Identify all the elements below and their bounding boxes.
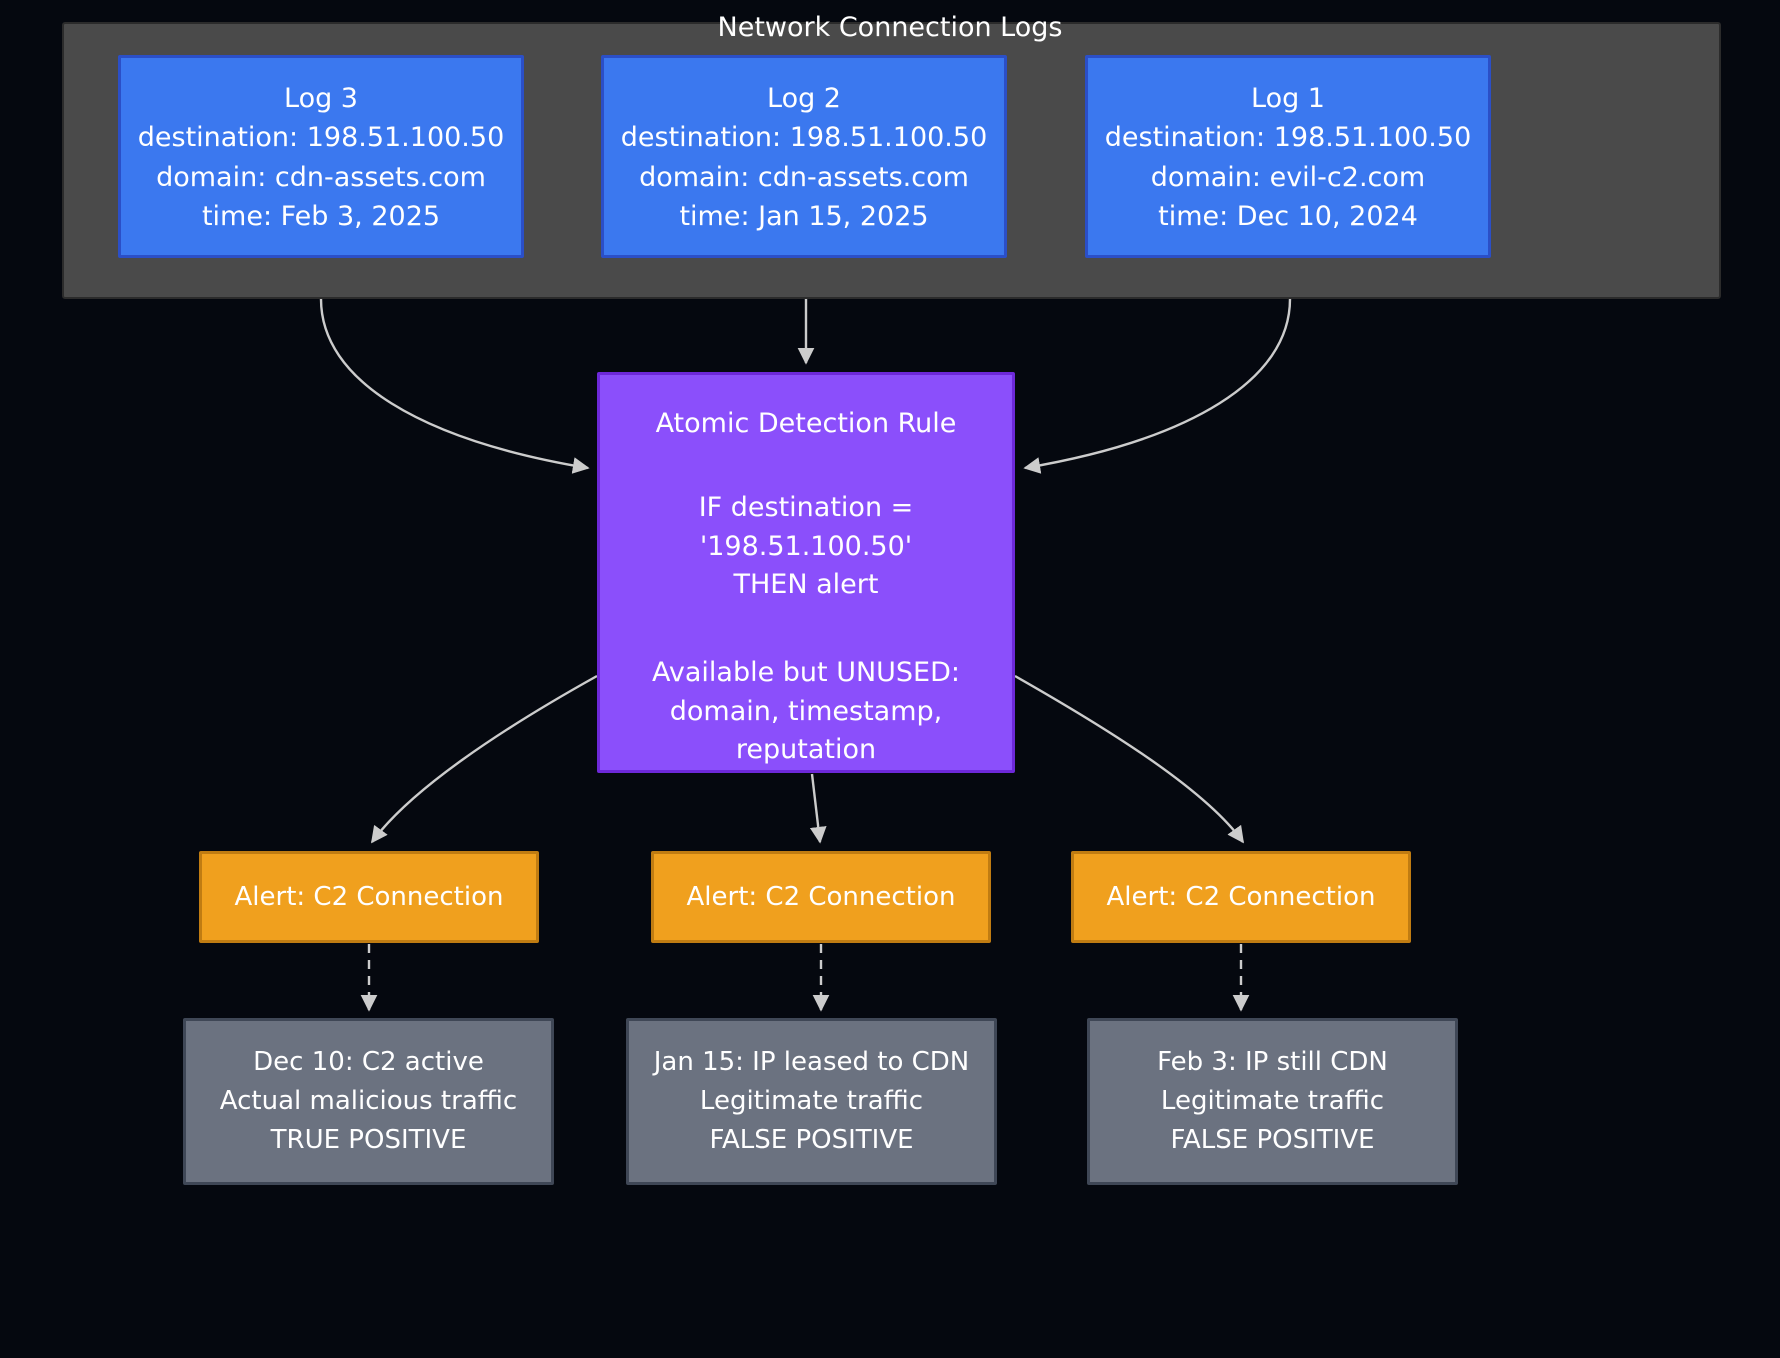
node-outcome-false-positive-feb[interactable]: Feb 3: IP still CDN Legitimate traffic F… xyxy=(1087,1018,1458,1185)
node-alert-3[interactable]: Alert: C2 Connection xyxy=(1071,851,1411,943)
outcome3-verdict: FALSE POSITIVE xyxy=(1170,1125,1375,1155)
log1-time: time: Dec 10, 2024 xyxy=(1158,200,1418,232)
alert1-label: Alert: C2 Connection xyxy=(234,882,504,912)
outcome1-line-1: Dec 10: C2 active xyxy=(253,1047,484,1077)
alert3-label: Alert: C2 Connection xyxy=(1106,882,1376,912)
node-outcome-true-positive[interactable]: Dec 10: C2 active Actual malicious traff… xyxy=(183,1018,554,1185)
rule-title: Atomic Detection Rule xyxy=(655,408,957,439)
node-alert-1[interactable]: Alert: C2 Connection xyxy=(199,851,539,943)
node-outcome-false-positive-jan[interactable]: Jan 15: IP leased to CDN Legitimate traf… xyxy=(626,1018,997,1185)
rule-condition-line-1: IF destination = xyxy=(698,492,914,524)
outcome2-verdict: FALSE POSITIVE xyxy=(709,1125,914,1155)
node-alert-2[interactable]: Alert: C2 Connection xyxy=(651,851,991,943)
outcome1-verdict: TRUE POSITIVE xyxy=(270,1125,467,1155)
outcome3-line-1: Feb 3: IP still CDN xyxy=(1157,1047,1388,1077)
cluster-title: Network Connection Logs xyxy=(717,12,1063,43)
rule-unused-line-3: reputation xyxy=(735,733,877,765)
edge-rule-to-alert3 xyxy=(1014,674,1244,844)
edge-rule-to-alert2 xyxy=(809,773,827,844)
node-log-3[interactable]: Log 3 destination: 198.51.100.50 domain:… xyxy=(118,55,524,258)
log3-domain: domain: cdn-assets.com xyxy=(156,161,486,193)
log3-time: time: Feb 3, 2025 xyxy=(201,200,441,232)
node-atomic-detection-rule[interactable]: Atomic Detection Rule IF destination = '… xyxy=(597,372,1015,773)
log2-title: Log 2 xyxy=(767,83,841,115)
rule-condition-line-2: '198.51.100.50' xyxy=(699,530,913,562)
edge-rule-to-alert1 xyxy=(371,674,598,844)
log3-title: Log 3 xyxy=(284,83,358,115)
rule-condition-line-3: THEN alert xyxy=(733,568,879,600)
outcome1-line-2: Actual malicious traffic xyxy=(219,1086,518,1116)
outcome2-line-2: Legitimate traffic xyxy=(699,1086,924,1116)
log1-title: Log 1 xyxy=(1251,83,1325,115)
log1-destination: destination: 198.51.100.50 xyxy=(1104,122,1472,154)
rule-unused-line-1: Available but UNUSED: xyxy=(651,657,961,689)
outcome2-line-1: Jan 15: IP leased to CDN xyxy=(653,1047,970,1077)
outcome3-line-2: Legitimate traffic xyxy=(1160,1086,1385,1116)
edge-log3-to-rule xyxy=(319,298,590,474)
log3-destination: destination: 198.51.100.50 xyxy=(137,122,505,154)
log1-domain: domain: evil-c2.com xyxy=(1150,161,1426,193)
log2-domain: domain: cdn-assets.com xyxy=(639,161,969,193)
rule-unused-line-2: domain, timestamp, xyxy=(669,695,943,727)
node-log-1[interactable]: Log 1 destination: 198.51.100.50 domain:… xyxy=(1085,55,1491,258)
alert2-label: Alert: C2 Connection xyxy=(686,882,956,912)
node-log-2[interactable]: Log 2 destination: 198.51.100.50 domain:… xyxy=(601,55,1007,258)
edge-log1-to-rule xyxy=(1023,298,1292,474)
log2-time: time: Jan 15, 2025 xyxy=(679,200,929,232)
log2-destination: destination: 198.51.100.50 xyxy=(620,122,988,154)
